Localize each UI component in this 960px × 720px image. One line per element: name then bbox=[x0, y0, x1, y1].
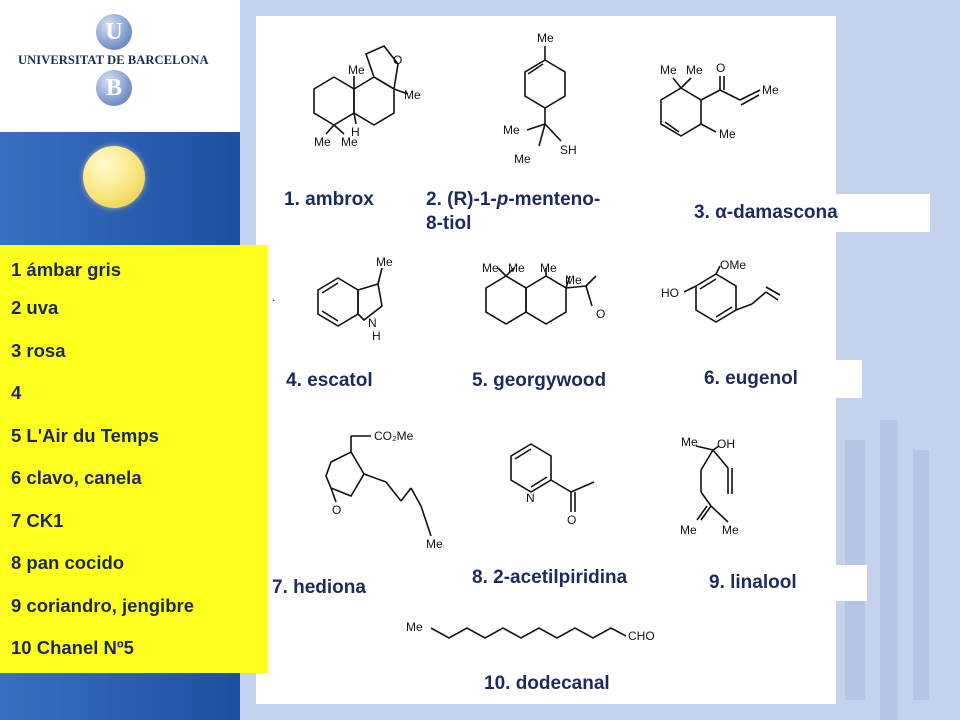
skatole-structure: Me N H bbox=[317, 255, 393, 343]
menth-me-2: Me bbox=[503, 123, 520, 137]
legend-item: 7 CK1 bbox=[11, 509, 64, 531]
moon-decoration bbox=[83, 146, 145, 208]
odor-legend-list: 1 ámbar gris 2 uva 3 rosa 4 5 L'Air du T… bbox=[0, 245, 268, 670]
acpy-o: O bbox=[567, 513, 576, 527]
label-skatole: 4. escatol bbox=[286, 369, 373, 392]
menth-me-3: Me bbox=[514, 152, 531, 166]
label-menthenethiol-part2: -menteno- bbox=[508, 189, 601, 210]
eugenol-structure: OMe HO bbox=[661, 258, 781, 323]
label-dodecanal: 10. dodecanal bbox=[484, 672, 610, 695]
stray-dot: . bbox=[272, 290, 275, 304]
odor-legend-box: 1 ámbar gris 2 uva 3 rosa 4 5 L'Air du T… bbox=[0, 245, 268, 673]
logo-name: UNIVERSITAT DE BARCELONA bbox=[18, 53, 209, 67]
menth-me-1: Me bbox=[537, 31, 554, 45]
dam-o: O bbox=[716, 61, 725, 75]
label-menthenethiol: 2. (R)-1-p-menteno- 8-tiol bbox=[426, 188, 601, 236]
legend-item: 1 ámbar gris bbox=[11, 259, 122, 280]
eug-ho: HO bbox=[661, 286, 679, 300]
slide-content: Me O Me H Me Me Me Me SH Me bbox=[256, 16, 930, 704]
label-damascone: 3. α-damascona bbox=[684, 194, 930, 232]
menthenethiol-structure: Me Me SH Me bbox=[503, 31, 577, 166]
lin-oh: OH bbox=[717, 437, 735, 451]
label-hedione: 7. hediona bbox=[272, 576, 366, 599]
ambrox-h: H bbox=[351, 125, 360, 139]
lin-me-1: Me bbox=[681, 435, 698, 449]
label-menthenethiol-part1: 2. (R)-1- bbox=[426, 189, 497, 210]
eug-ome: OMe bbox=[720, 258, 746, 272]
ambrox-me-3: Me bbox=[314, 135, 331, 149]
hed-me: Me bbox=[426, 537, 443, 551]
gw-o: O bbox=[596, 307, 605, 321]
legend-item: 9 coriandro, jengibre bbox=[11, 594, 194, 616]
legend-item: 4 bbox=[11, 382, 22, 403]
dam-me-1: Me bbox=[660, 63, 677, 77]
gw-me-4: Me bbox=[565, 273, 582, 287]
skatole-me: Me bbox=[376, 255, 393, 269]
logo-u-circle: U bbox=[96, 14, 132, 50]
skatole-h: H bbox=[372, 329, 381, 343]
gw-me-3: Me bbox=[540, 261, 557, 275]
ambrox-me-1: Me bbox=[348, 63, 365, 77]
hedione-structure: CO₂Me O Me bbox=[325, 429, 443, 551]
dod-cho: CHO bbox=[628, 629, 655, 643]
legend-item: 5 L'Air du Temps bbox=[11, 424, 159, 446]
gw-me-2: Me bbox=[508, 261, 525, 275]
logo-b-circle: B bbox=[96, 70, 132, 106]
legend-item: 2 uva bbox=[11, 297, 59, 318]
label-linalool: 9. linalool bbox=[701, 565, 867, 601]
gw-me-1: Me bbox=[482, 261, 499, 275]
skatole-n: N bbox=[368, 316, 377, 330]
dam-me-2: Me bbox=[686, 63, 703, 77]
ambrox-o: O bbox=[393, 53, 402, 67]
legend-item: 6 clavo, canela bbox=[11, 467, 142, 488]
lin-me-2: Me bbox=[680, 523, 697, 537]
hed-o: O bbox=[332, 503, 341, 517]
linalool-structure: Me OH Me Me bbox=[680, 435, 739, 537]
legend-item: 3 rosa bbox=[11, 339, 66, 361]
university-logo: U UNIVERSITAT DE BARCELONA B bbox=[0, 0, 240, 132]
label-menthenethiol-italic: p bbox=[496, 189, 509, 210]
label-acetylpyridine: 8. 2-acetilpiridina bbox=[472, 566, 628, 589]
dod-me: Me bbox=[406, 620, 423, 634]
label-eugenol: 6. eugenol bbox=[696, 360, 862, 398]
label-menthenethiol-line2: 8-tiol bbox=[426, 213, 472, 234]
legend-item: 8 pan cocido bbox=[11, 552, 125, 573]
lin-me-3: Me bbox=[722, 523, 739, 537]
hed-co2me: CO₂Me bbox=[374, 429, 414, 443]
ambrox-structure: Me O Me H Me Me bbox=[313, 45, 421, 149]
legend-item: 10 Chanel Nº5 bbox=[11, 637, 134, 658]
molecule-structures: Me O Me H Me Me Me Me SH Me bbox=[272, 31, 781, 643]
ambrox-me-2: Me bbox=[404, 88, 421, 102]
label-ambrox: 1. ambrox bbox=[284, 188, 374, 211]
dam-me-4: Me bbox=[719, 127, 736, 141]
menth-sh: SH bbox=[560, 143, 577, 157]
acetylpyridine-structure: N O bbox=[510, 443, 595, 527]
georgywood-structure: Me Me Me Me O bbox=[482, 261, 605, 325]
label-georgywood: 5. georgywood bbox=[472, 369, 607, 392]
damascone-structure: Me Me O Me Me bbox=[660, 61, 779, 141]
ambrox-me-4: Me bbox=[341, 135, 358, 149]
acpy-n: N bbox=[526, 491, 535, 505]
dodecanal-structure: Me CHO bbox=[406, 620, 655, 643]
dam-me-3: Me bbox=[762, 83, 779, 97]
